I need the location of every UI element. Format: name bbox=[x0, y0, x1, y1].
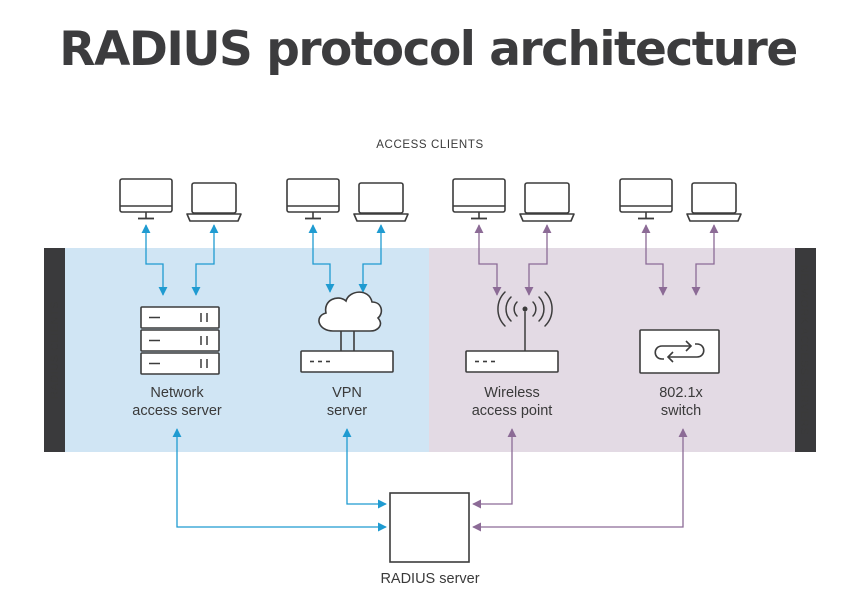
router-box-icon bbox=[300, 350, 394, 373]
desktop-icon bbox=[619, 178, 673, 220]
client-arrow bbox=[141, 224, 168, 296]
client-arrow bbox=[191, 224, 219, 296]
wireless-signal-icon bbox=[497, 291, 553, 352]
network-access-zone bbox=[429, 248, 795, 452]
page-title: RADIUS protocol architecture bbox=[59, 22, 798, 77]
switch-icon bbox=[639, 329, 720, 374]
wireless-access-point-label-line2: access point bbox=[472, 403, 553, 419]
laptop-icon bbox=[519, 182, 575, 222]
radius-clients-label: RADIUS CLIENTS bbox=[49, 301, 61, 399]
radius-link-arrow bbox=[472, 428, 688, 532]
radius-server-box bbox=[389, 492, 470, 563]
vpn-cloud-icon bbox=[318, 291, 383, 351]
network-access-servers-label: NETWORK ACCESS SERVERS bbox=[798, 265, 810, 435]
client-arrow bbox=[474, 224, 502, 296]
radius-link-arrow bbox=[342, 428, 387, 509]
client-arrow bbox=[641, 224, 668, 296]
radius-server-label: RADIUS server bbox=[380, 571, 479, 587]
vpn-server-label-line2: server bbox=[327, 403, 367, 419]
client-arrow bbox=[358, 224, 386, 293]
desktop-icon bbox=[286, 178, 340, 220]
network-access-server-label-line1: Network bbox=[150, 385, 204, 401]
switch-label-line1: 802.1x bbox=[659, 385, 703, 401]
laptop-icon bbox=[686, 182, 742, 222]
client-arrow bbox=[691, 224, 719, 296]
switch-label-line2: switch bbox=[661, 403, 701, 419]
desktop-icon bbox=[119, 178, 173, 220]
server-rack-icon bbox=[140, 306, 220, 375]
access-clients-label: ACCESS CLIENTS bbox=[376, 139, 483, 151]
wireless-access-point-label-line1: Wireless bbox=[484, 385, 540, 401]
network-access-servers-bar bbox=[795, 248, 816, 452]
radius-clients-zone bbox=[65, 248, 429, 452]
client-arrow bbox=[524, 224, 552, 296]
client-arrow bbox=[308, 224, 335, 293]
access-point-box-icon bbox=[465, 350, 559, 373]
laptop-icon bbox=[353, 182, 409, 222]
network-access-server-label-line2: access server bbox=[132, 403, 222, 419]
vpn-server-label-line1: VPN bbox=[332, 385, 362, 401]
laptop-icon bbox=[186, 182, 242, 222]
desktop-icon bbox=[452, 178, 506, 220]
radius-clients-bar bbox=[44, 248, 65, 452]
radius-link-arrow bbox=[172, 428, 387, 532]
